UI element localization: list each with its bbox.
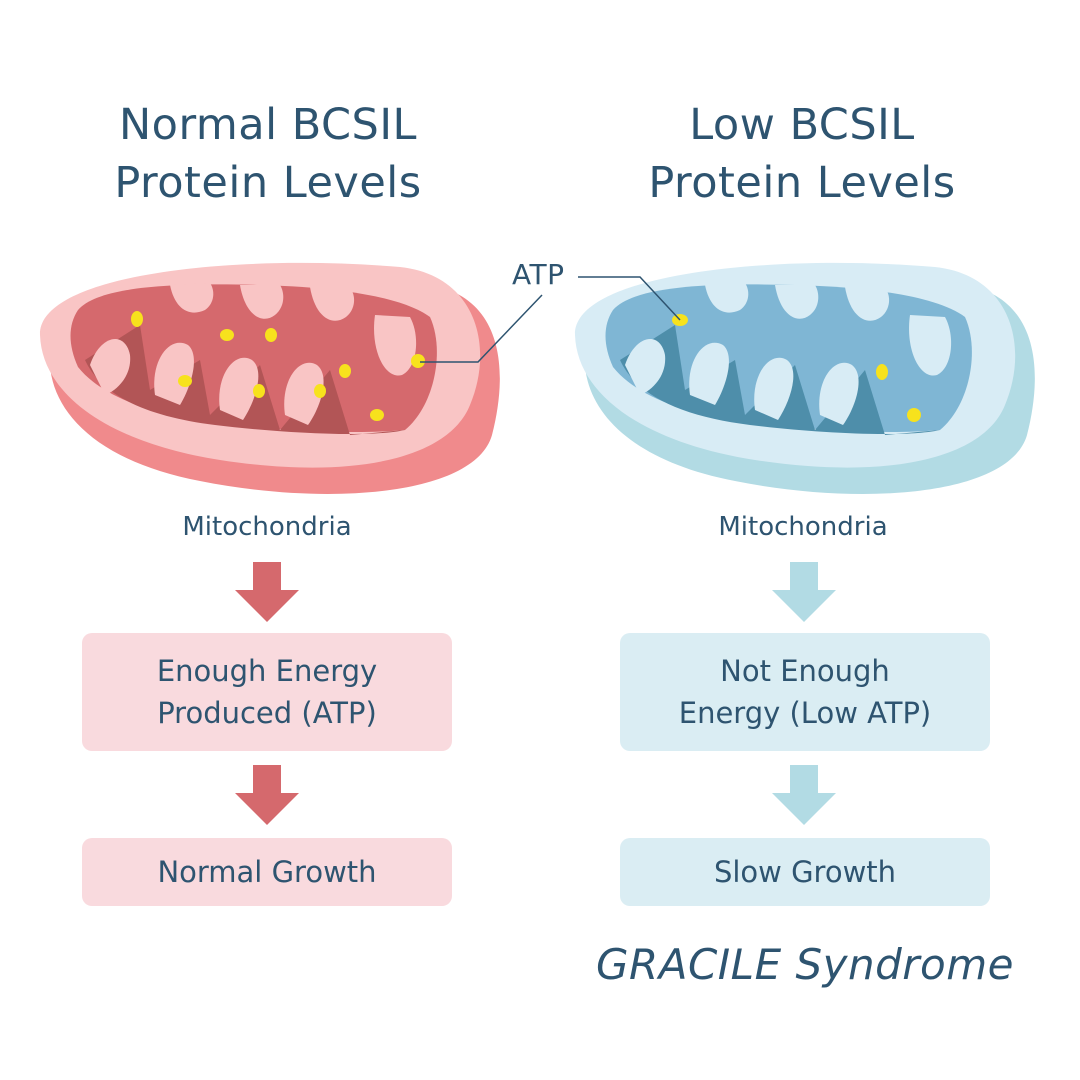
title-low-line1: Low BCSIL [689, 100, 915, 150]
mitochondrion-low-illustration [574, 262, 1035, 494]
atp-dot [672, 314, 688, 326]
growth-outcome-slow: Slow Growth [620, 838, 990, 906]
mitochondrion-crista-folds [625, 283, 952, 425]
down-arrow-icon [235, 562, 299, 622]
down-arrow-icon [772, 562, 836, 622]
atp-dot [314, 384, 326, 398]
atp-dot [876, 364, 888, 380]
title-normal-line2: Protein Levels [114, 158, 422, 208]
condition-label: GRACILE Syndrome [596, 940, 1014, 989]
atp-dot [220, 329, 234, 341]
energy-result-low: Not Enough Energy (Low ATP) [620, 633, 990, 751]
atp-dot [265, 328, 277, 342]
atp-label: ATP [512, 258, 565, 291]
energy-result-low-line2: Energy (Low ATP) [678, 696, 932, 730]
down-arrow-icon [772, 765, 836, 825]
atp-dot [411, 354, 425, 368]
mitochondria-label-low: Mitochondria [718, 512, 888, 542]
mitochondrion-crista-folds [90, 283, 417, 425]
title-low: Low BCSIL Protein Levels [592, 96, 1012, 212]
mitochondrion-normal-illustration [39, 262, 500, 494]
title-normal: Normal BCSIL Protein Levels [58, 96, 478, 212]
energy-result-normal: Enough Energy Produced (ATP) [82, 633, 452, 751]
atp-dot [907, 408, 921, 422]
atp-dot [131, 311, 143, 327]
atp-dots [131, 311, 425, 421]
title-normal-line1: Normal BCSIL [119, 100, 417, 150]
energy-result-normal-line1: Enough Energy [156, 654, 378, 688]
atp-dot [178, 375, 192, 387]
mitochondria-label-normal: Mitochondria [182, 512, 352, 542]
down-arrow-icon [235, 765, 299, 825]
growth-outcome-normal: Normal Growth [82, 838, 452, 906]
atp-dot [370, 409, 384, 421]
energy-result-low-line1: Not Enough [720, 654, 890, 688]
energy-result-normal-line2: Produced (ATP) [157, 696, 377, 730]
atp-dot [253, 384, 265, 398]
title-low-line2: Protein Levels [648, 158, 956, 208]
atp-dot [339, 364, 351, 378]
